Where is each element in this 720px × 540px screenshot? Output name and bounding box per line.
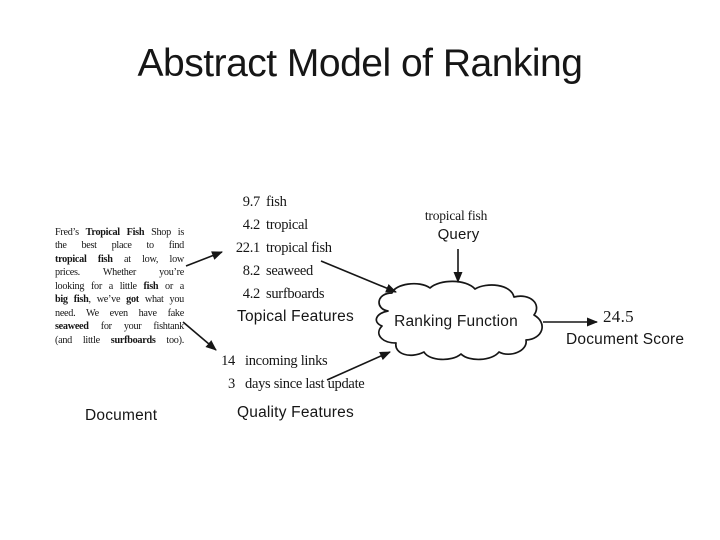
topical-feature-row: 4.2 tropical	[213, 214, 332, 237]
feature-term: fish	[266, 194, 287, 210]
document-snippet-line: Fred’s Tropical Fish Shop is	[55, 227, 184, 238]
arrow-quality-to-cloud-icon	[326, 351, 391, 381]
arrow-topical-to-cloud-icon	[320, 260, 397, 293]
ranking-function-label: Ranking Function	[394, 313, 518, 330]
feature-score: 8.2	[242, 263, 261, 279]
feature-score: 4.2	[242, 286, 261, 302]
query-label: Query	[437, 226, 480, 243]
document-score-label: Document Score	[566, 331, 685, 348]
slide-title: Abstract Model of Ranking	[137, 42, 583, 85]
feature-score: 3	[228, 376, 235, 392]
document-label: Document	[85, 407, 158, 424]
topical-features-label: Topical Features	[237, 308, 354, 325]
feature-score: 9.7	[242, 194, 261, 210]
quality-feature-row: 3 days since last update	[195, 373, 365, 396]
feature-score: 14	[221, 353, 235, 369]
document-snippet-line: need. We even have fake	[55, 307, 184, 319]
topical-features-list: 9.7 fish 4.2 tropical 22.1 tropical fish…	[213, 191, 332, 306]
query-terms: tropical fish	[424, 208, 488, 223]
document-snippet-line: big fish, we’ve got what you	[55, 294, 184, 306]
feature-term: seaweed	[266, 263, 314, 279]
document-snippet-line: prices. Whether you’re	[55, 267, 184, 279]
feature-term: surfboards	[266, 286, 325, 302]
topical-feature-row: 22.1 tropical fish	[213, 237, 332, 260]
document-snippet-line: the best place to find	[55, 240, 184, 252]
ranking-function-cloud-icon	[375, 280, 543, 361]
topical-feature-row: 8.2 seaweed	[213, 260, 332, 283]
quality-features-list: 14 incoming links 3 days since last upda…	[195, 350, 365, 396]
feature-score: 22.1	[235, 240, 260, 256]
document-snippet-line: tropical fish at low, low	[55, 253, 184, 265]
arrow-document-to-topical-icon	[185, 251, 223, 267]
feature-term: incoming links	[245, 353, 328, 369]
document-score-value: 24.5	[603, 307, 634, 326]
quality-feature-row: 14 incoming links	[195, 350, 364, 373]
feature-term: tropical	[266, 217, 308, 233]
quality-features-label: Quality Features	[237, 404, 354, 421]
document-snippet: Fred’s Tropical Fish Shop is the best pl…	[55, 226, 184, 347]
feature-term: tropical fish	[266, 240, 332, 256]
document-snippet-line: (and little surfboards too).	[55, 334, 184, 346]
feature-term: days since last update	[245, 376, 365, 392]
topical-feature-row: 9.7 fish	[213, 191, 332, 214]
feature-score: 4.2	[242, 217, 261, 233]
document-snippet-line: seaweed for your fishtank	[55, 321, 184, 333]
document-snippet-line: looking for a little fish or a	[55, 280, 184, 292]
arrow-document-to-quality-icon	[182, 321, 217, 351]
topical-feature-row: 4.2 surfboards	[213, 283, 332, 306]
